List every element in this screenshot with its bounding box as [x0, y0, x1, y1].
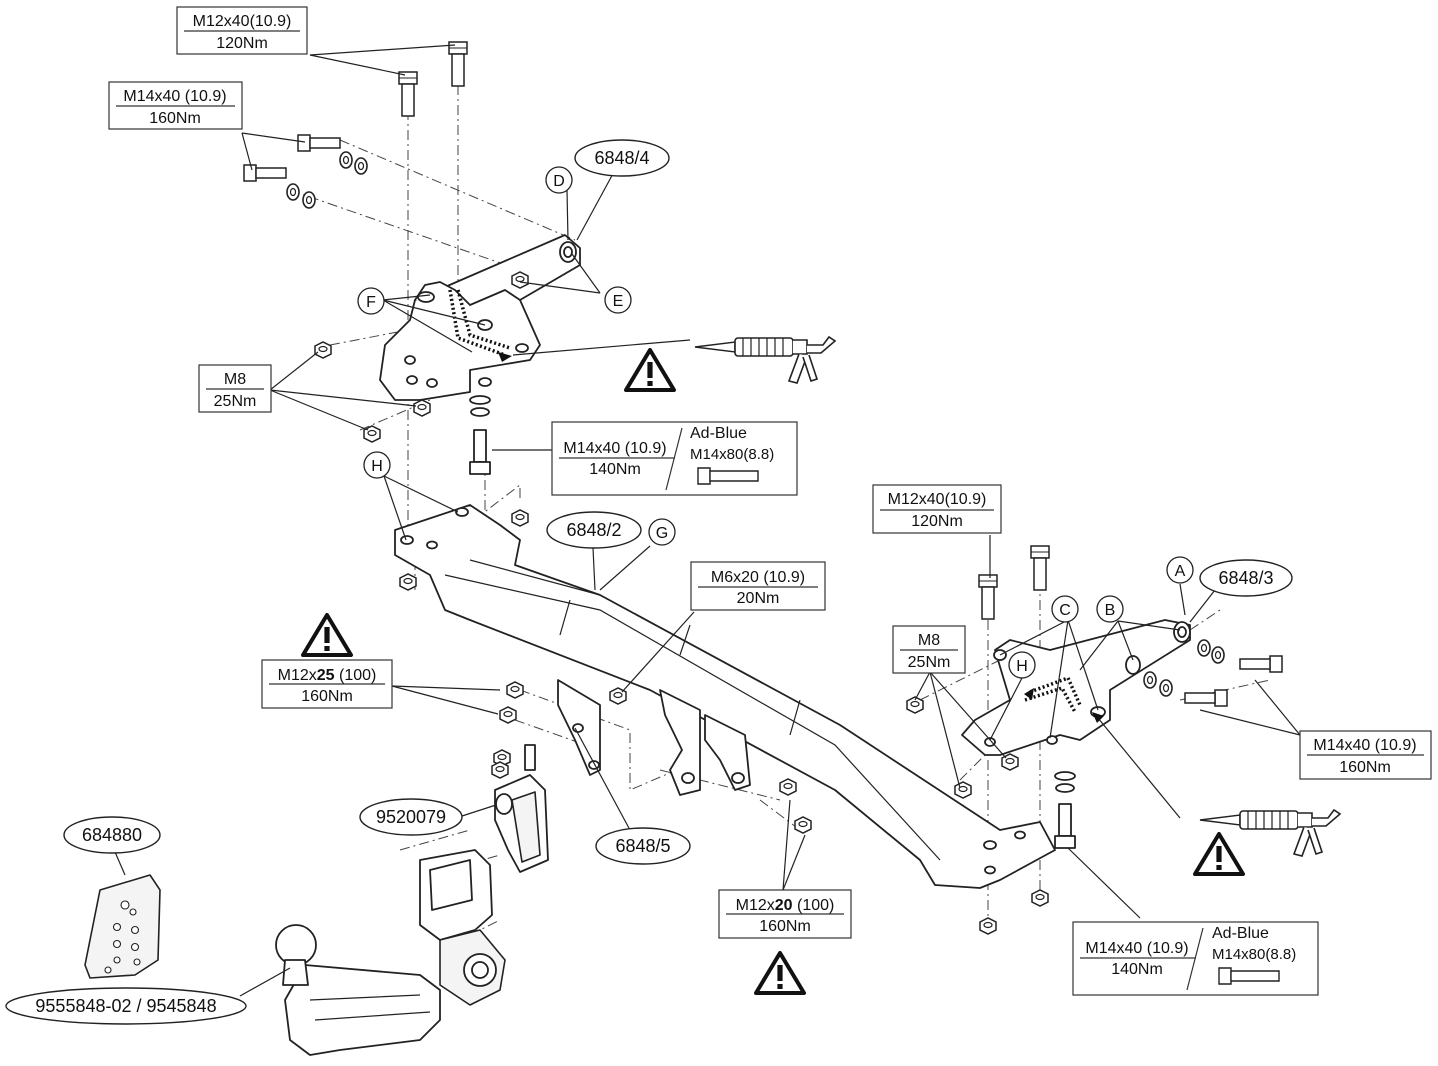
- callout-G: G: [648, 518, 676, 546]
- spec-box-m8-right: M8 25Nm: [892, 625, 966, 674]
- spec-box-mid-left: M14x40 (10.9) 140Nm Ad-Blue M14x80(8.8): [551, 421, 798, 496]
- svg-text:B: B: [1105, 602, 1116, 619]
- part-label-6848-2: 6848/2: [546, 511, 642, 549]
- warning-triangle-icon: [301, 613, 353, 657]
- part-label-6848-4: 6848/4: [574, 139, 670, 177]
- warning-triangle-icon: [624, 348, 676, 392]
- svg-text:6848/2: 6848/2: [566, 520, 621, 540]
- spec-box-m12x20: M12x20 (100) 160Nm: [718, 889, 852, 939]
- svg-text:9520079: 9520079: [376, 807, 446, 827]
- part-label-6848-3: 6848/3: [1199, 559, 1293, 597]
- bolt-size: M14x40 (10.9): [1313, 737, 1416, 754]
- crossbeam-6848-2: [394, 504, 1056, 935]
- spec-box-m6: M6x20 (10.9) 20Nm: [690, 561, 826, 611]
- svg-text:C: C: [1059, 602, 1071, 619]
- callout-D: D: [545, 166, 573, 194]
- svg-text:6848/5: 6848/5: [615, 836, 670, 856]
- spec-box-bottom-right: M14x40 (10.9) 140Nm Ad-Blue M14x80(8.8): [1072, 921, 1319, 996]
- bolt-size: M12x40(10.9): [888, 491, 987, 508]
- adblue-bolt-icon: [697, 467, 759, 485]
- instruction-sheet-684880: [84, 874, 161, 979]
- svg-text:A: A: [1175, 563, 1186, 580]
- callout-H-right: H: [1008, 651, 1036, 679]
- bolt-size: M14x40 (10.9): [1085, 940, 1188, 957]
- spec-box-right-top: M12x40(10.9) 120Nm: [872, 484, 1002, 534]
- part-label-ball: 9555848-02 / 9545848: [5, 987, 247, 1025]
- adblue-label: Ad-Blue: [690, 425, 747, 442]
- bolt-size: M12x25 (100): [278, 667, 377, 684]
- part-label-9520079: 9520079: [359, 798, 463, 836]
- svg-text:6848/4: 6848/4: [594, 148, 649, 168]
- part-label-6848-5: 6848/5: [595, 827, 691, 865]
- adblue-bolt-size: M14x80(8.8): [690, 446, 774, 463]
- callout-A: A: [1166, 556, 1194, 584]
- part-label-684880: 684880: [63, 816, 161, 854]
- callout-B: B: [1096, 595, 1124, 623]
- bolt-torque: 160Nm: [149, 110, 201, 127]
- spec-box-right-m14: M14x40 (10.9) 160Nm: [1299, 730, 1432, 780]
- bolt-size: M12x20 (100): [736, 897, 835, 914]
- bolt-torque: 140Nm: [1111, 961, 1163, 978]
- bolt-torque: 160Nm: [759, 918, 811, 935]
- callout-E: E: [604, 286, 632, 314]
- bolt-torque: 160Nm: [1339, 759, 1391, 776]
- detachable-ball: [275, 849, 506, 1056]
- spec-box-m12x25: M12x25 (100) 160Nm: [261, 659, 393, 709]
- svg-text:D: D: [553, 173, 565, 190]
- svg-text:9555848-02 / 9545848: 9555848-02 / 9545848: [35, 996, 216, 1016]
- bolt-size: M14x40 (10.9): [563, 440, 666, 457]
- bolt-size: M12x40(10.9): [193, 13, 292, 30]
- bolt-size: M8: [224, 371, 246, 388]
- callout-H-left: H: [363, 451, 391, 479]
- bracket-6848-4: [379, 234, 581, 401]
- warning-triangle-icon: [754, 951, 806, 995]
- spec-box-top-b: M14x40 (10.9) 160Nm: [108, 81, 243, 130]
- svg-text:F: F: [366, 294, 376, 311]
- bracket-6848-5: [499, 679, 812, 834]
- svg-text:G: G: [656, 525, 668, 542]
- bolt-size: M14x40 (10.9): [123, 88, 226, 105]
- bolt-torque: 120Nm: [911, 513, 963, 530]
- bolt-torque: 160Nm: [301, 688, 353, 705]
- svg-text:684880: 684880: [82, 825, 142, 845]
- bolt-torque: 140Nm: [589, 461, 641, 478]
- adblue-bolt-icon: [1218, 967, 1280, 985]
- callout-F: F: [357, 287, 385, 315]
- callout-C: C: [1051, 595, 1079, 623]
- warning-triangle-icon: [1193, 832, 1245, 876]
- svg-text:H: H: [371, 458, 383, 475]
- bolt-torque: 120Nm: [216, 35, 268, 52]
- svg-text:E: E: [613, 293, 624, 310]
- bolt-size: M8: [918, 632, 940, 649]
- bolt-torque: 20Nm: [737, 590, 780, 607]
- adblue-bolt-size: M14x80(8.8): [1212, 946, 1296, 963]
- spec-box-m8-left: M8 25Nm: [198, 364, 272, 413]
- leader-lines: [114, 44, 1301, 997]
- bolt-torque: 25Nm: [908, 654, 951, 671]
- svg-text:H: H: [1016, 658, 1028, 675]
- bolt-torque: 25Nm: [214, 393, 257, 410]
- adblue-label: Ad-Blue: [1212, 925, 1269, 942]
- socket-9520079: [491, 744, 549, 873]
- svg-text:6848/3: 6848/3: [1218, 568, 1273, 588]
- sealant-gun-icon: [694, 336, 836, 384]
- spec-box-top-a: M12x40(10.9) 120Nm: [176, 6, 308, 55]
- top-bolts: [243, 41, 491, 475]
- bolt-size: M6x20 (10.9): [711, 569, 805, 586]
